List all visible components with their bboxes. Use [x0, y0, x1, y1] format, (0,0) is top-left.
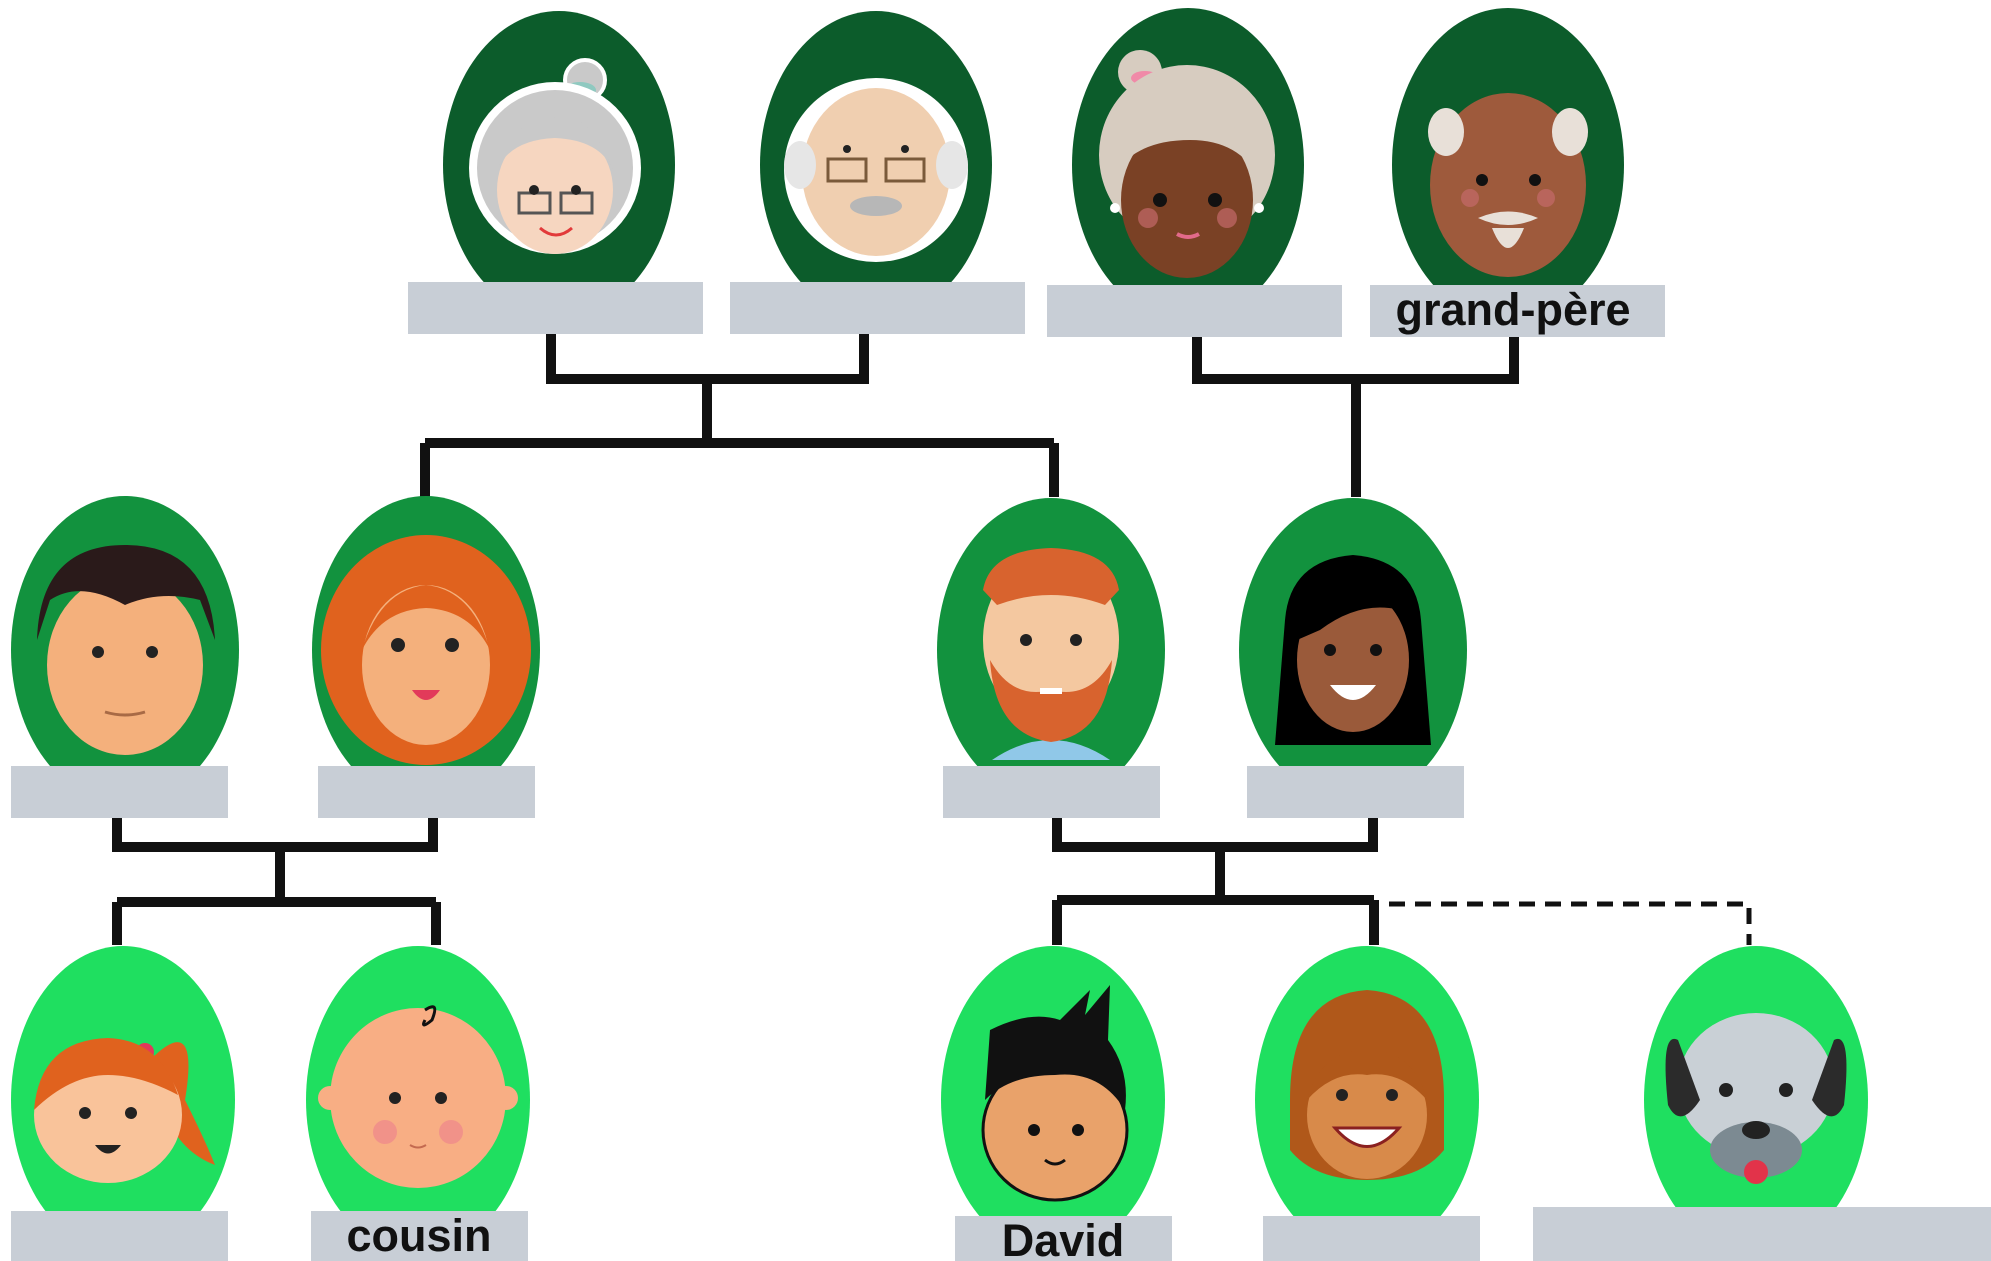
boy-spiky-hair-icon: [981, 985, 1129, 1202]
label-david: David: [1002, 1215, 1125, 1261]
label-boxes: [11, 282, 1991, 1261]
connector-grandparents-left-down: [420, 379, 1059, 497]
girl-brown-hair-icon: [1290, 990, 1444, 1180]
label-box-father: [943, 766, 1160, 818]
label-cousin-baby: cousin: [346, 1210, 491, 1261]
grandfather-glasses-mustache-icon: [784, 78, 968, 262]
dog-icon: [1665, 1013, 1847, 1184]
man-dark-hair-icon: [37, 545, 215, 755]
label-box-grandmother-2: [1047, 285, 1342, 337]
connector-grandparents-left: [546, 334, 869, 384]
label-box-cousin-baby: [311, 1211, 528, 1261]
label-box-grandmother-1: [408, 282, 703, 334]
grandfather-beard-icon: [1428, 93, 1588, 277]
woman-curly-red-hair-icon: [321, 535, 531, 765]
man-red-beard-icon: [983, 548, 1119, 760]
connector-parents: [1052, 815, 1379, 945]
grandmother-gray-hair-glasses-icon: [469, 58, 641, 254]
label-box-aunt: [318, 766, 535, 818]
label-box-sister: [1263, 1216, 1480, 1261]
connectors: [112, 334, 1519, 945]
grandmother-dark-skin-icon: [1099, 50, 1275, 278]
ovals-gen2: [11, 496, 1467, 804]
baby-icon: [318, 1005, 518, 1188]
label-box-mother: [1247, 766, 1464, 818]
label-box-grandfather-2: [1370, 285, 1665, 337]
label-box-david: [955, 1216, 1172, 1261]
connector-pet-dashed: [1389, 901, 1752, 945]
girl-ponytail-icon: [34, 1038, 215, 1183]
label-box-grandfather-1: [730, 282, 1025, 334]
label-box-dog: [1533, 1207, 1991, 1261]
woman-long-black-hair-icon: [1275, 555, 1431, 745]
connector-uncle-aunt: [112, 815, 441, 945]
label-box-uncle: [11, 766, 228, 818]
label-box-cousin-girl: [11, 1211, 228, 1261]
connector-grandparents-right: [1192, 336, 1519, 497]
label-texts: grand-père cousin David: [346, 284, 1630, 1261]
label-grandfather-2: grand-père: [1395, 284, 1630, 335]
